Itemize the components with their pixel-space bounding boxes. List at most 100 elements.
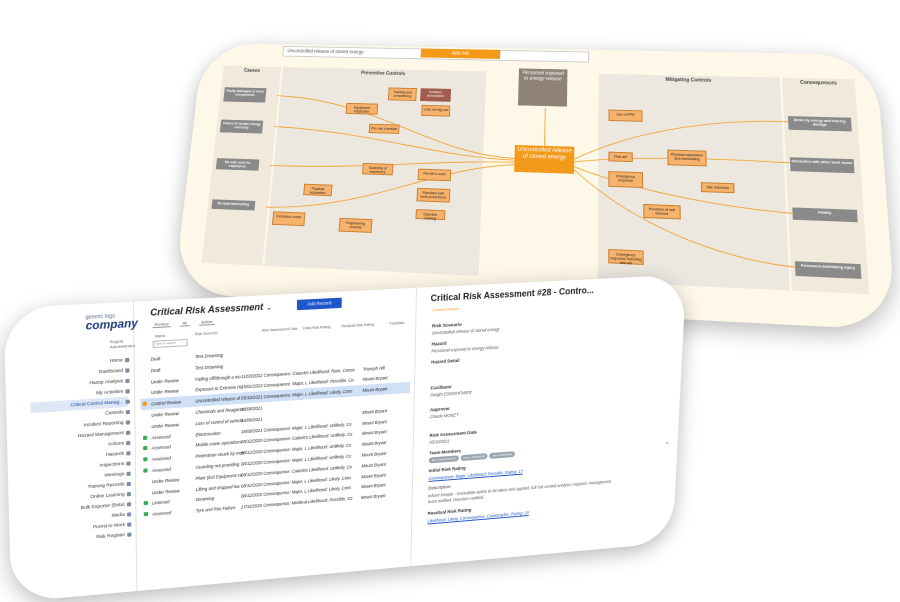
consequence-node[interactable]: Permanent debilitating injury	[794, 261, 862, 279]
preventive-control-node[interactable]: Permit to work	[417, 168, 452, 182]
preventive-control-node[interactable]: Training and competency	[387, 87, 417, 101]
hazard-detail-label: Hazard Detail	[431, 357, 460, 365]
cause-node[interactable]: Failure to isolate energy correctly	[219, 119, 264, 134]
preventive-control-node[interactable]: Standard safe work procedures	[416, 187, 451, 203]
row-facilitator: Mount Bryant	[362, 375, 388, 383]
record-list-pane: Critical Risk Assessment⌄ Add Record Rev…	[139, 288, 412, 590]
chevron-down-icon[interactable]: ⌄	[266, 305, 272, 312]
consequence-node[interactable]: Fatality	[792, 207, 858, 223]
col-residual-rating[interactable]: Residual Risk Rating	[341, 322, 375, 329]
chevron-down-icon[interactable]: ⌄	[664, 439, 670, 446]
row-date: 18/08/2021	[240, 405, 263, 412]
col-assessment-date[interactable]: Risk Assessment Date	[261, 326, 298, 333]
cause-node[interactable]: No load barricading	[211, 199, 256, 211]
status-indicator-icon	[142, 435, 148, 440]
mitigating-control-node[interactable]: Emergency response including first aid	[608, 249, 644, 265]
sidebar-item-label: Meetings	[104, 471, 125, 478]
mitigating-control-node[interactable]: Site induction	[700, 182, 735, 194]
table-search-input[interactable]: Type to search	[152, 338, 188, 349]
consequence-node[interactable]: Strike by energy and hearing damage	[787, 116, 852, 132]
page-title[interactable]: Critical Risk Assessment⌄	[150, 301, 271, 318]
team-member-pill[interactable]: Peter JOHNSON	[460, 453, 488, 462]
preventive-control-node[interactable]: Operator training	[415, 209, 446, 221]
app-window-card: generic logo company Angela Administrato…	[3, 274, 687, 602]
team-member-pill[interactable]: Alex STERNER	[489, 451, 516, 459]
initial-risk-label: Initial Risk Rating	[428, 465, 466, 474]
preventive-control-node[interactable]: Engineering controls	[338, 217, 373, 233]
row-date: 17/11/2020	[240, 503, 262, 510]
row-date: 16/06/2021	[240, 416, 263, 423]
sidebar-item-label: Bulk Exporter (Beta)	[80, 501, 125, 511]
description-line-1: Inform People - Immediate action to be t…	[428, 478, 612, 499]
row-date: 08/12/2020	[240, 481, 263, 489]
row-rating	[264, 355, 363, 361]
logo-wordmark: company	[85, 317, 138, 333]
user-role: Administrator	[109, 342, 136, 350]
row-status: Under Review	[151, 421, 180, 429]
sidebar-item-label: Risk Register	[96, 531, 126, 540]
add-record-button[interactable]: Add Record	[296, 297, 342, 311]
row-status: Draft	[150, 356, 161, 362]
filter-bar: Review All Active	[152, 318, 223, 329]
nav-icon	[125, 389, 130, 394]
sidebar-item-label: Incident Reporting	[83, 419, 124, 428]
row-facilitator: Mount Bryant	[361, 461, 387, 469]
mitigating-control-node[interactable]: Emergency response	[608, 171, 644, 189]
team-member-pill[interactable]: Sam MAXWORTH	[428, 455, 459, 464]
mitigating-control-node[interactable]: First aid	[608, 151, 633, 163]
nav-icon	[127, 522, 132, 527]
row-status: Assessed	[151, 433, 171, 441]
row-status: Assessed	[151, 455, 171, 463]
preventive-control-node[interactable]: Isolation procedures	[420, 88, 452, 102]
sidebar-item-label: Permit to Work	[92, 521, 126, 530]
nav-icon	[126, 512, 132, 517]
col-status[interactable]: Status	[154, 333, 166, 339]
mitigating-control-node[interactable]: Physical separation and barricading	[667, 149, 707, 167]
filter-active[interactable]: Active	[198, 318, 215, 326]
consequence-node[interactable]: Interaction with other work zones	[789, 157, 855, 174]
preventive-control-node[interactable]: Exclusion zones	[271, 211, 306, 227]
approver-value: Claude MONET	[429, 412, 459, 420]
row-facilitator: Mount Bryant	[361, 450, 387, 458]
hazard-node[interactable]: Personnel exposed to energy release	[517, 68, 568, 107]
row-status: Assessed	[151, 466, 171, 474]
user-info[interactable]: Angela Administrator	[109, 338, 136, 350]
facilitator-label: Facilitator	[430, 384, 452, 391]
status-badge: Control Review	[432, 305, 459, 313]
preventive-control-node[interactable]: Physical separation	[303, 183, 333, 197]
preventive-control-node[interactable]: Guarding of machinery	[361, 162, 394, 176]
mitigating-control-node[interactable]: Use of PPE	[608, 109, 643, 122]
filter-review[interactable]: Review	[152, 320, 171, 329]
nav-icon	[125, 420, 131, 425]
col-initial-rating[interactable]: Initial Risk Rating	[302, 324, 331, 331]
sidebar-item-label: My Activities	[96, 388, 124, 396]
row-date: 18/06/2021	[240, 427, 263, 434]
nav-icon	[126, 451, 131, 456]
row-facilitator	[363, 342, 403, 344]
nav-icon	[126, 502, 132, 507]
nav-icon	[126, 461, 131, 466]
sidebar-item-label: Home	[109, 357, 123, 364]
filter-all[interactable]: All	[180, 319, 190, 327]
row-facilitator: Mount Bryant	[361, 429, 387, 437]
row-facilitator: Mount Bryant	[361, 440, 387, 447]
detail-title: Critical Risk Assessment #28 - Contro...	[430, 285, 595, 304]
nav-icon	[126, 440, 131, 446]
row-facilitator: Mount Bryant	[361, 482, 386, 490]
status-indicator-icon	[143, 501, 148, 506]
sidebar-item-label: Dashboard	[98, 367, 124, 375]
row-facilitator: Mount Bryant	[362, 418, 387, 426]
top-event-node[interactable]: Uncontrolled release of stored energy	[514, 144, 575, 174]
mitigating-control-node[interactable]: Provision of soft barriers	[643, 203, 681, 220]
preventive-control-node[interactable]: Pre-use checklist	[368, 123, 400, 134]
row-status: Under Review	[151, 410, 179, 418]
cause-node[interactable]: No safe zone for employees	[215, 158, 260, 171]
preventive-control-node[interactable]: Lock out tag out	[421, 104, 451, 117]
nav-icon	[125, 399, 130, 404]
preventive-control-node[interactable]: Equipment inspection	[345, 102, 379, 115]
nav-icon	[125, 368, 130, 373]
cause-node[interactable]: Faulty damaged or worn components	[223, 87, 267, 103]
approver-label: Approver	[430, 406, 450, 413]
col-risk-scenario[interactable]: Risk Scenario	[195, 330, 218, 337]
col-facilitator[interactable]: Facilitator	[389, 320, 405, 326]
